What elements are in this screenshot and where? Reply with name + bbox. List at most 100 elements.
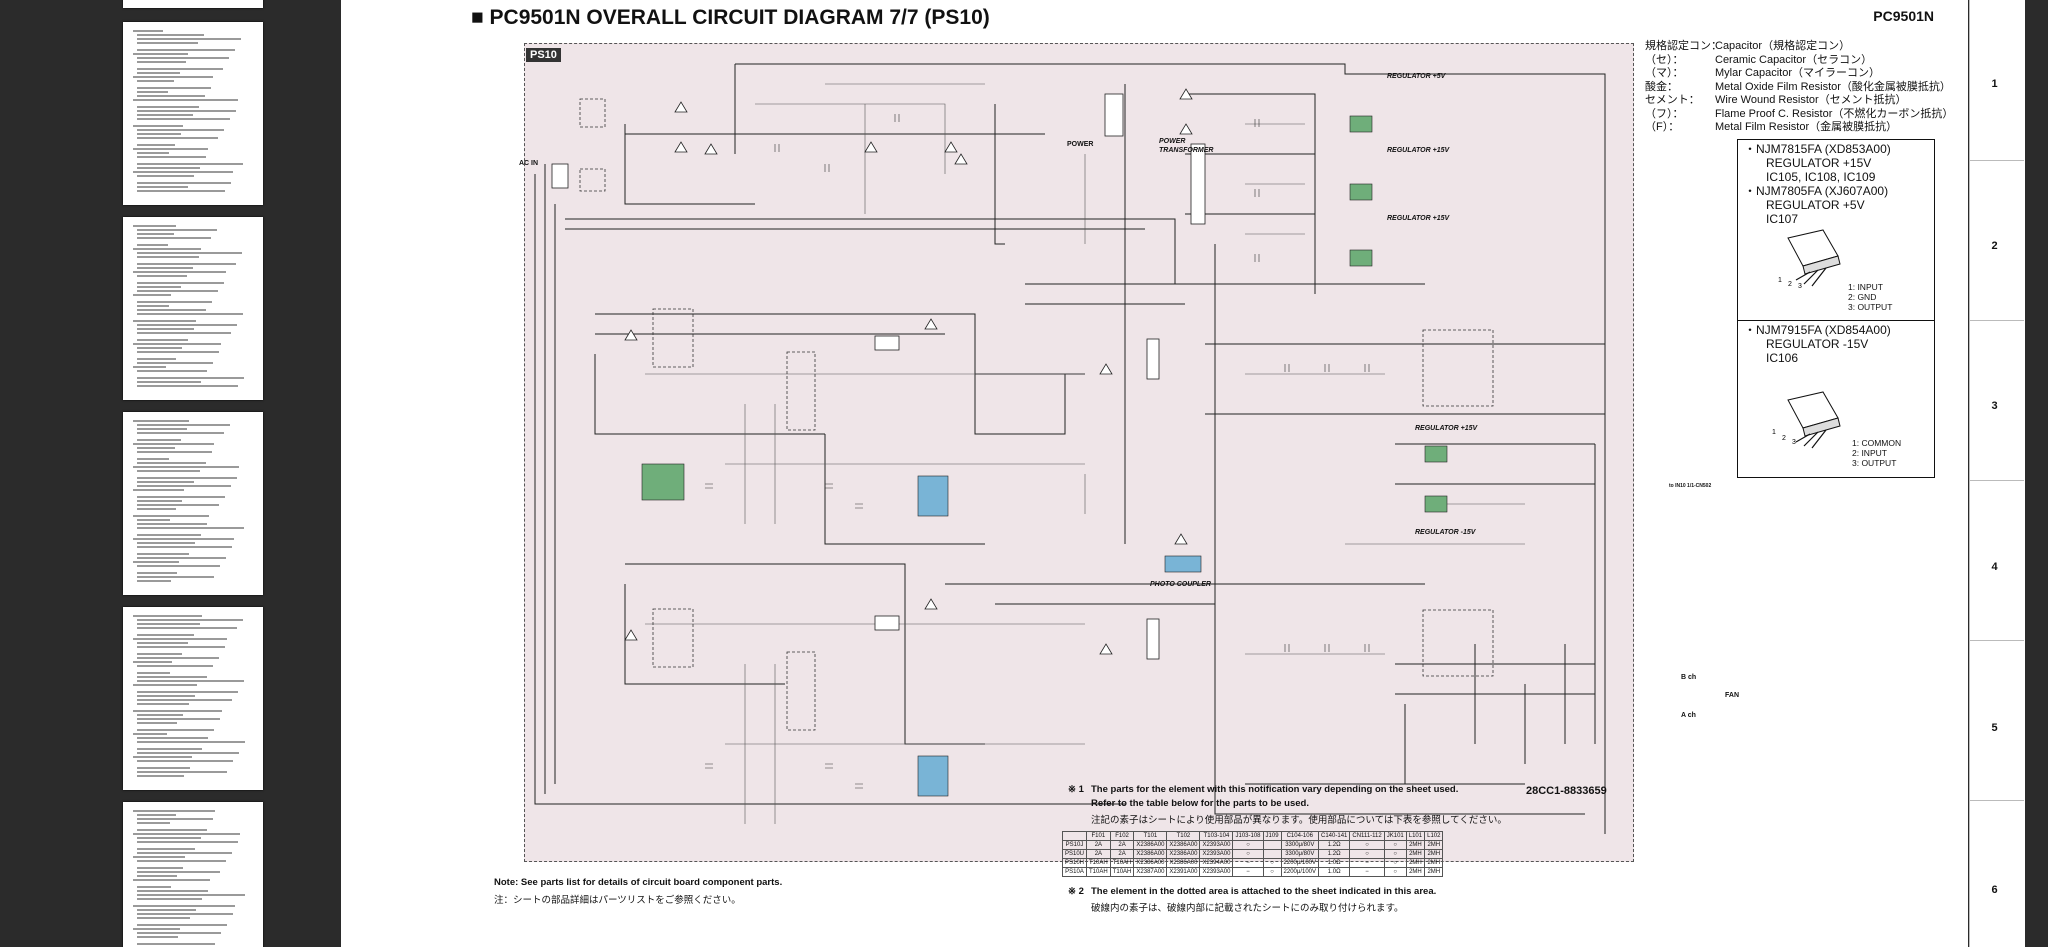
thumbnail-text-line bbox=[133, 756, 192, 758]
thumbnail-text-line bbox=[137, 703, 189, 705]
document-number: 28CC1-8833659 bbox=[1526, 785, 1607, 797]
thumbnail-text-line bbox=[137, 313, 243, 315]
table-cell: T10AH bbox=[1086, 867, 1111, 877]
parts-note: Note: See parts list for details of circ… bbox=[494, 877, 783, 888]
table-cell: 2MH bbox=[1424, 840, 1444, 850]
legend-value: Capacitor（規格認定コン） bbox=[1715, 40, 1851, 52]
to220-package-icon: 1 2 3 bbox=[1772, 391, 1841, 449]
table-cell: 2200μ/100V bbox=[1280, 867, 1320, 877]
thumbnail-text-line bbox=[137, 95, 205, 97]
thumbnail-text-line bbox=[133, 466, 239, 468]
thumbnail-text-line bbox=[137, 527, 244, 529]
thumbnail-sidebar[interactable] bbox=[0, 0, 340, 947]
thumbnail-text-line bbox=[137, 332, 231, 334]
table-cell: 3300μ/80V bbox=[1280, 840, 1320, 850]
table-cell: 2200μ/100V bbox=[1280, 858, 1320, 868]
thumbnail-text-line bbox=[137, 572, 177, 574]
thumbnail-text-line bbox=[137, 462, 206, 464]
thumbnail-text-line bbox=[137, 42, 198, 44]
page-title: ■ PC9501N OVERALL CIRCUIT DIAGRAM 7/7 (P… bbox=[471, 6, 990, 29]
thumbnail-text-line bbox=[137, 646, 225, 648]
thumbnail-text-line bbox=[137, 676, 207, 678]
table-cell: 2A bbox=[1086, 840, 1111, 850]
regulator-label: REGULATOR +15V bbox=[1415, 425, 1478, 432]
thumbnail-text-line bbox=[137, 301, 212, 303]
thumbnail-text-line bbox=[137, 714, 183, 716]
table-cell: 1.0Ω bbox=[1318, 858, 1351, 868]
thumbnail-text-line bbox=[137, 748, 202, 750]
thumbnail-text-line bbox=[137, 439, 181, 441]
thumbnail-text-line bbox=[133, 171, 233, 173]
thumbnail-text-line bbox=[137, 814, 176, 816]
table-cell: − bbox=[1232, 867, 1264, 877]
thumbnail-page[interactable] bbox=[123, 607, 263, 790]
thumbnail-text-line bbox=[137, 848, 195, 850]
thumbnail-text-line bbox=[137, 760, 233, 762]
thumbnail-text-line bbox=[137, 186, 188, 188]
thumbnail-text-line bbox=[137, 61, 186, 63]
thumbnail-page[interactable] bbox=[123, 412, 263, 595]
thumbnail-page[interactable] bbox=[123, 217, 263, 400]
table-cell: 2MH bbox=[1405, 849, 1426, 859]
thumbnail-text-line bbox=[137, 286, 181, 288]
thumbnail-text-line bbox=[137, 451, 212, 453]
thumbnail-text-line bbox=[137, 428, 187, 430]
thumbnail-text-line bbox=[137, 695, 195, 697]
table-header-cell: T102 bbox=[1166, 831, 1201, 841]
board-tag: PS10 bbox=[526, 48, 561, 62]
thumbnail-text-line bbox=[137, 152, 169, 154]
thumbnail-text-line bbox=[133, 661, 172, 663]
table-cell: PS10H bbox=[1061, 858, 1088, 868]
thumbnail-text-line bbox=[133, 879, 210, 881]
thumbnail-text-line bbox=[137, 309, 206, 311]
table-header-cell: C104-106 bbox=[1280, 831, 1320, 841]
thumbnail-text-line bbox=[137, 57, 229, 59]
note-1-line-jp: 注記の素子はシートにより使用部品が異なります。使用部品については下表を参照してく… bbox=[1091, 815, 1507, 826]
thumbnail-text-line bbox=[137, 244, 168, 246]
table-cell: X2386A00 bbox=[1166, 840, 1201, 850]
thumbnail-text-line bbox=[137, 175, 194, 177]
circuit-diagram: AC IN POWER POWER TRANSFORMER REGULATOR … bbox=[519, 43, 1666, 862]
thumbnail-text-line bbox=[137, 381, 201, 383]
thumbnail-text-line bbox=[137, 252, 242, 254]
note-1-line: The parts for the element with this noti… bbox=[1091, 784, 1459, 795]
thumbnail-text-line bbox=[133, 148, 208, 150]
row-number: 2 bbox=[1991, 240, 1998, 252]
thumbnail-text-line bbox=[137, 137, 218, 139]
power-transformer-label: POWER TRANSFORMER bbox=[1159, 138, 1214, 154]
document-page: ■ PC9501N OVERALL CIRCUIT DIAGRAM 7/7 (P… bbox=[341, 0, 1968, 947]
thumbnail-text-line bbox=[133, 710, 222, 712]
thumbnail-text-line bbox=[137, 875, 177, 877]
thumbnail-text-line bbox=[137, 156, 206, 158]
table-cell: X2394A00 bbox=[1199, 858, 1234, 868]
thumbnail-text-line bbox=[133, 248, 201, 250]
thumbnail-text-line bbox=[137, 890, 208, 892]
thumbnail-page[interactable] bbox=[123, 0, 263, 8]
thumbnail-text-line bbox=[137, 653, 182, 655]
svg-text:3: 3 bbox=[1792, 439, 1796, 446]
thumbnail-text-line bbox=[137, 263, 236, 265]
thumbnail-text-line bbox=[137, 557, 226, 559]
thumbnail-text-line bbox=[137, 917, 190, 919]
thumbnail-page[interactable] bbox=[123, 802, 263, 947]
thumbnail-text-line bbox=[133, 420, 189, 422]
table-cell: 2MH bbox=[1424, 867, 1444, 877]
thumbnail-text-line bbox=[137, 500, 182, 502]
thumbnail-text-line bbox=[137, 737, 208, 739]
legend-key: 酸金： bbox=[1645, 80, 1678, 93]
legend-row: 規格認定コン：Capacitor（規格認定コン） bbox=[1645, 40, 1953, 54]
document-viewer[interactable]: ■ PC9501N OVERALL CIRCUIT DIAGRAM 7/7 (P… bbox=[340, 0, 2048, 947]
thumbnail-text-line bbox=[137, 87, 211, 89]
thumbnail-text-line bbox=[137, 699, 232, 701]
thumbnail-text-line bbox=[133, 343, 221, 345]
thumbnail-text-line bbox=[137, 80, 174, 82]
thumbnail-text-line bbox=[137, 49, 235, 51]
thumbnail-page[interactable] bbox=[123, 22, 263, 205]
table-cell: X2393A00 bbox=[1199, 849, 1234, 859]
row-divider bbox=[1969, 800, 2024, 801]
table-cell: ○ bbox=[1383, 858, 1407, 868]
table-header-cell: J109 bbox=[1262, 831, 1282, 841]
